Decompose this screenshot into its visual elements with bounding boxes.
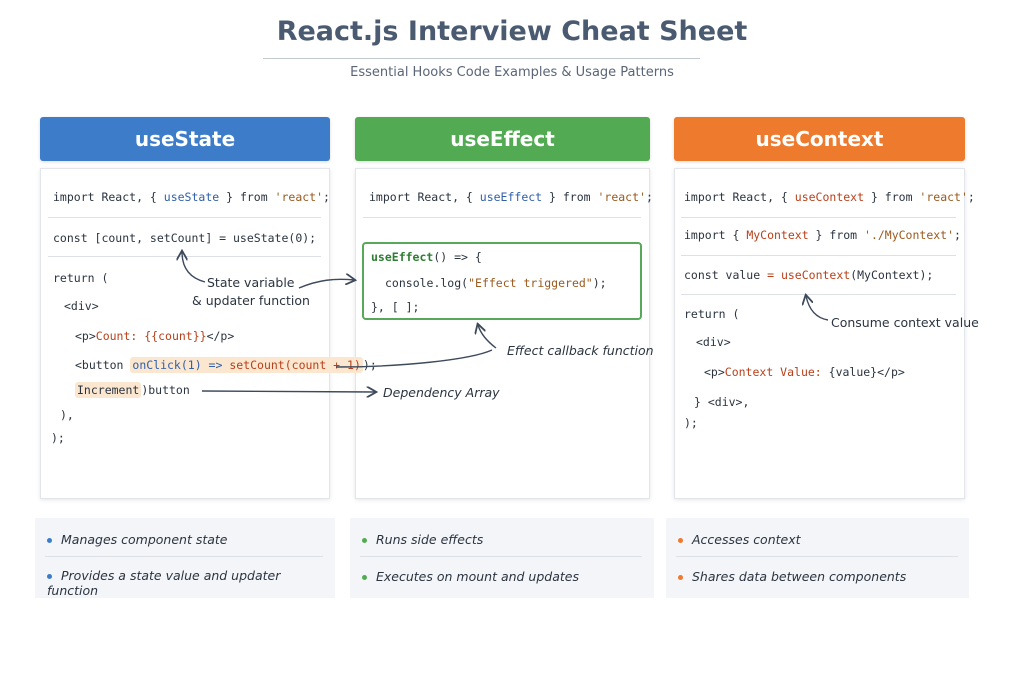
bullet-icon	[362, 538, 367, 543]
usestate-div-open: <div>	[64, 299, 99, 313]
dependency-array-annotation: Dependency Array	[383, 385, 500, 400]
page-subtitle: Essential Hooks Code Examples & Usage Pa…	[350, 65, 674, 80]
usecontext-import-context-line: import { MyContext } from './MyContext';	[684, 228, 961, 242]
usestate-summary: Manages component state Provides a state…	[35, 518, 335, 598]
useeffect-summary: Runs side effects Executes on mount and …	[350, 518, 654, 598]
useeffect-import-line: import React, { useEffect } from 'react'…	[369, 190, 653, 204]
usecontext-summary: Accesses context Shares data between com…	[666, 518, 969, 598]
usecontext-separator	[681, 217, 956, 218]
usestate-paragraph: <p>Count: {{count}}</p>	[75, 329, 235, 343]
summary-separator	[45, 556, 323, 557]
usecontext-header: useContext	[674, 117, 965, 161]
summary-item: Shares data between components	[678, 569, 906, 584]
usestate-return: return (	[53, 271, 109, 285]
useeffect-call-line: useEffect() => {	[371, 250, 482, 264]
usecontext-panel	[674, 168, 965, 499]
effect-callback-annotation: Effect callback function	[507, 343, 654, 358]
usestate-separator	[48, 256, 321, 257]
usestate-button-line: <button onClick(1) => setCount(count + 1…	[75, 357, 377, 373]
state-variable-annotation: State variable	[207, 275, 295, 290]
page-title: React.js Interview Cheat Sheet	[276, 16, 748, 47]
usecontext-close-semi: );	[684, 416, 698, 430]
usestate-panel	[40, 168, 330, 499]
summary-item: Executes on mount and updates	[362, 569, 579, 584]
usestate-separator	[48, 217, 321, 218]
usestate-declaration: const [count, setCount] = useState(0);	[53, 231, 317, 245]
usecontext-return: return (	[684, 307, 740, 321]
usecontext-separator	[681, 294, 956, 295]
state-variable-annotation: & updater function	[192, 293, 310, 308]
useeffect-log-line: console.log("Effect triggered");	[385, 276, 607, 290]
useeffect-deps-line: }, [ ];	[371, 300, 420, 314]
bullet-icon	[678, 538, 683, 543]
usestate-increment-line: Increment)button	[75, 382, 190, 398]
useeffect-header: useEffect	[355, 117, 650, 161]
useeffect-separator	[363, 217, 641, 218]
usecontext-div-open: <div>	[696, 335, 731, 349]
bullet-icon	[47, 538, 52, 543]
summary-item: Runs side effects	[362, 532, 483, 547]
summary-separator	[360, 556, 642, 557]
summary-separator	[676, 556, 958, 557]
useeffect-panel	[355, 168, 650, 499]
summary-item: Manages component state	[47, 532, 228, 547]
consume-context-annotation: Consume context value	[831, 315, 979, 330]
usestate-close-paren: ),	[60, 408, 74, 422]
bullet-icon	[362, 575, 367, 580]
usecontext-div-close: } <div>,	[694, 395, 750, 409]
usecontext-separator	[681, 255, 956, 256]
usecontext-paragraph: <p>Context Value: {value}</p>	[704, 365, 905, 379]
summary-item: Accesses context	[678, 532, 801, 547]
usecontext-value-line: const value = useContext(MyContext);	[684, 268, 934, 282]
usestate-header: useState	[40, 117, 330, 161]
summary-item: Provides a state value and updater funct…	[47, 568, 281, 598]
bullet-icon	[47, 574, 52, 579]
usecontext-import-line: import React, { useContext } from 'react…	[684, 190, 975, 204]
bullet-icon	[678, 575, 683, 580]
effect-callback-box	[362, 242, 642, 320]
title-divider	[263, 58, 700, 59]
usestate-import-line: import React, { useState } from 'react';	[53, 190, 330, 204]
usestate-close-semi: );	[51, 431, 65, 445]
